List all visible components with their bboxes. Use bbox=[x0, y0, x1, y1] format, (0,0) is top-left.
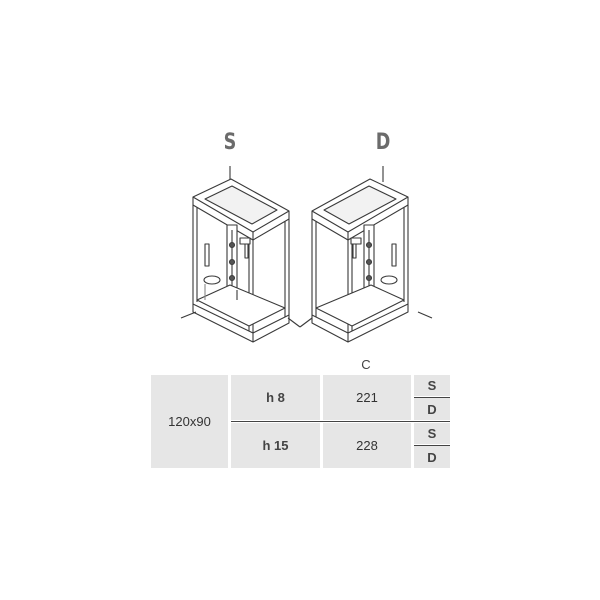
side-separator-row-1 bbox=[414, 396, 450, 398]
variant-label-d: D bbox=[375, 130, 391, 155]
height-cell-row-1: h 8 bbox=[231, 375, 320, 420]
side-cell-row-2-s: S bbox=[414, 423, 450, 444]
shower-cabin-left-illustration bbox=[180, 166, 301, 343]
height-cell-row-2: h 15 bbox=[231, 423, 320, 468]
column-header-c: C bbox=[361, 357, 371, 372]
shower-cabin-drawings bbox=[180, 166, 433, 343]
side-cell-row-2-d: D bbox=[414, 446, 450, 468]
value-cell-row-1: 221 bbox=[323, 375, 411, 420]
shower-cabin-right-illustration bbox=[299, 166, 433, 343]
row-separator bbox=[231, 421, 450, 422]
dimensions-table: 120x90 h 8 h 15 221 228 S D S D bbox=[151, 375, 450, 468]
side-separator-row-2 bbox=[414, 444, 450, 446]
size-cell: 120x90 bbox=[151, 375, 228, 468]
side-cell-row-1-d: D bbox=[414, 398, 450, 420]
variant-label-s: S bbox=[223, 130, 237, 155]
side-cell-row-1-s: S bbox=[414, 375, 450, 396]
value-cell-row-2: 228 bbox=[323, 423, 411, 468]
